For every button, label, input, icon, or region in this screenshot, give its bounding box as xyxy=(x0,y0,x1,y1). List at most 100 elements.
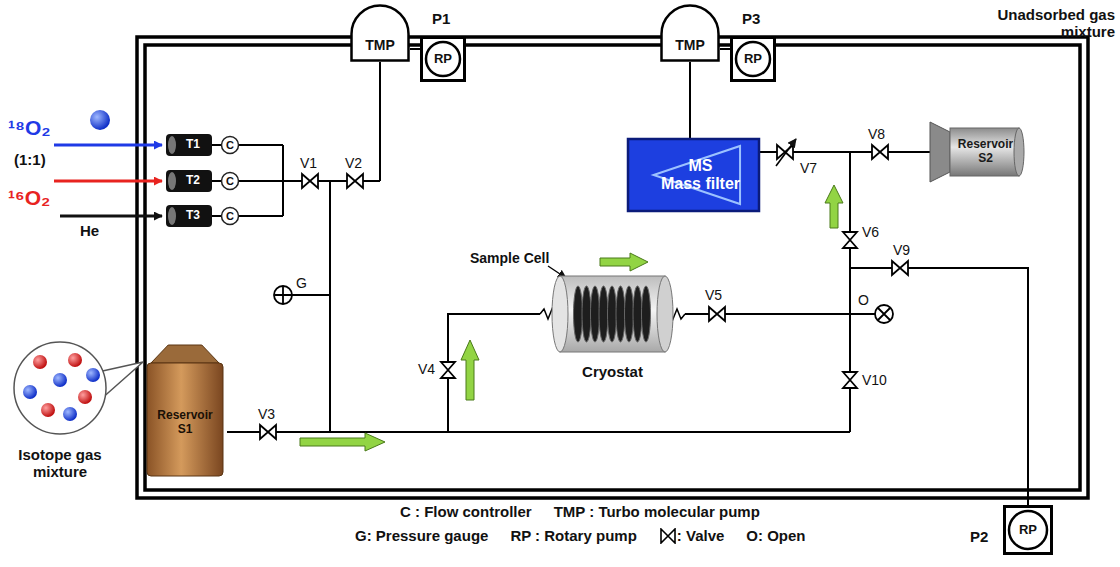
valve-symbol xyxy=(872,145,888,159)
node-outline xyxy=(166,134,212,156)
node-outline xyxy=(352,6,409,61)
legend-entry: RP : Rotary pump xyxy=(510,527,636,544)
part-label: (1:1) xyxy=(14,151,46,168)
legend-entry: G: Pressure gauge xyxy=(355,527,488,544)
part-label: P1 xyxy=(432,10,450,27)
rotary-pump: RP xyxy=(420,36,466,82)
node-outline xyxy=(422,38,465,81)
isotope-bubble xyxy=(14,342,106,434)
legend-entry: C : Flow controller xyxy=(400,503,532,520)
oxygen-molecule xyxy=(90,110,110,130)
flow-controller: C xyxy=(221,207,239,225)
legend-entry: : Valve xyxy=(659,527,725,544)
legend-text: RP : Rotary pump xyxy=(510,527,636,544)
node-text: Mass filter xyxy=(661,175,740,193)
part-label: Unadsorbed gas mixture xyxy=(988,6,1115,41)
valve-symbol xyxy=(260,145,908,439)
node-outline xyxy=(1009,511,1047,549)
legend-entry: TMP : Turbo molecular pump xyxy=(554,503,760,520)
node-text: T2 xyxy=(186,174,200,188)
legend-entry: O: Open xyxy=(746,527,805,544)
node-outline xyxy=(151,345,219,363)
gas-line xyxy=(212,215,221,217)
node-text: RP xyxy=(1019,523,1037,538)
open-port xyxy=(878,308,890,320)
rotary-pump: RP xyxy=(730,36,776,82)
gas-inlet-arrow xyxy=(54,145,162,216)
node-outline xyxy=(950,128,1019,176)
legend-text: G: Pressure gauge xyxy=(355,527,488,544)
node-outline xyxy=(1014,128,1024,176)
node-outline xyxy=(930,122,950,182)
valve-symbol xyxy=(843,372,857,388)
node-outline xyxy=(633,286,642,342)
isotope-molecule xyxy=(78,390,92,404)
node-outline xyxy=(616,286,625,342)
node-shape xyxy=(660,4,720,62)
node-outline xyxy=(222,208,239,225)
legend-row: C : Flow controller TMP : Turbo molecular… xyxy=(400,503,760,520)
node-outline xyxy=(591,286,600,342)
valve-symbol xyxy=(659,528,677,544)
gas-line xyxy=(689,62,691,138)
node-outline xyxy=(1005,507,1052,554)
flow-arrow xyxy=(600,253,648,271)
gas-inlet-arrow xyxy=(54,180,162,183)
node-text: RP xyxy=(434,52,452,67)
open-port xyxy=(875,305,893,323)
node-text: RP xyxy=(744,52,762,67)
valve-symbol xyxy=(441,362,455,378)
flow-controller: C xyxy=(221,136,239,154)
gas-line xyxy=(410,48,420,50)
gas-line xyxy=(212,180,221,182)
part-label: Sample Cell xyxy=(470,250,549,266)
gas-line xyxy=(212,144,221,146)
node-outline xyxy=(168,136,176,154)
node-outline xyxy=(426,42,460,76)
part-label: G xyxy=(296,275,307,291)
valve-symbol xyxy=(260,425,276,439)
valve-label: V1 xyxy=(300,155,317,171)
node-outline xyxy=(732,38,775,81)
node-outline xyxy=(608,286,617,342)
gas-cylinder: T3 xyxy=(166,205,212,227)
node-outline xyxy=(628,139,759,211)
node-text: Reservoir S2 xyxy=(955,138,1017,166)
legend-row: G: Pressure gauge RP : Rotary pump : Valve… xyxy=(355,527,806,544)
part-label: Isotope gas mixture xyxy=(4,446,116,481)
valve-label: V3 xyxy=(258,406,275,422)
isotope-molecule xyxy=(33,355,47,369)
gas-inlet-arrow xyxy=(54,144,162,147)
node-text: C xyxy=(226,139,234,152)
valve-symbol xyxy=(302,174,318,188)
valve-label: V4 xyxy=(418,361,435,377)
cryostat: Cryostat xyxy=(540,274,685,384)
valve-symbol xyxy=(892,261,908,275)
isotope-bubble xyxy=(14,342,143,434)
node-outline xyxy=(168,172,176,190)
node-outline xyxy=(166,205,212,227)
node-shape xyxy=(930,120,1025,184)
reservoir: Reservoir S1 xyxy=(143,345,227,480)
node-text: Reservoir S1 xyxy=(154,409,216,437)
gas-line xyxy=(720,48,730,50)
part-label: P3 xyxy=(742,10,760,27)
flow-arrow xyxy=(825,185,843,228)
valve-symbol xyxy=(661,529,675,543)
isotope-molecule xyxy=(23,385,37,399)
pressure-gauge xyxy=(274,286,292,304)
node-outline xyxy=(552,276,568,352)
part-label: He xyxy=(80,222,99,239)
gas-pipe xyxy=(227,62,1028,505)
turbo-pump: TMP xyxy=(350,4,410,62)
pressure-gauge xyxy=(275,287,291,303)
node-text: T1 xyxy=(186,138,200,152)
mass-spectrometer: MSMass filter xyxy=(627,138,760,212)
node-outline xyxy=(736,42,770,76)
node-outline xyxy=(625,286,634,342)
gas-pipe xyxy=(227,62,1028,505)
valve-symbol xyxy=(843,232,857,248)
part-label: ¹⁸O₂ xyxy=(8,116,51,140)
